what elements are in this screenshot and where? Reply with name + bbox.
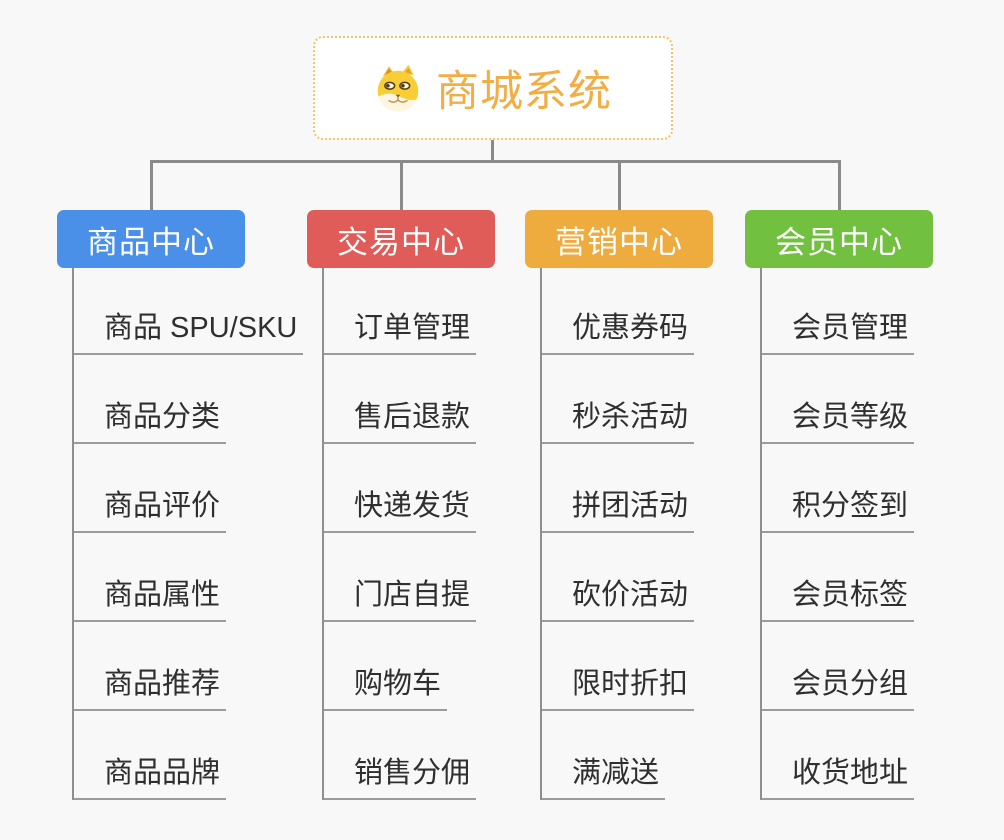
leaf-label[interactable]: 收货地址 [760, 749, 915, 800]
leaf-item: 限时折扣 [540, 622, 695, 711]
leaf-label[interactable]: 满减送 [540, 749, 666, 800]
branch-vline-3 [760, 268, 762, 800]
leaf-item: 拼团活动 [540, 444, 695, 533]
leaf-item: 商品属性 [72, 533, 303, 622]
doge-icon [377, 64, 419, 112]
connector-drop-0 [150, 160, 153, 210]
leaf-item: 会员标签 [760, 533, 915, 622]
leaf-label[interactable]: 快递发货 [322, 482, 477, 533]
leaf-item: 门店自提 [322, 533, 477, 622]
leaf-item: 收货地址 [760, 711, 915, 800]
branch-vline-0 [72, 268, 74, 800]
leaf-item: 会员等级 [760, 355, 915, 444]
leaf-label[interactable]: 会员等级 [760, 393, 915, 444]
root-node[interactable]: 商城系统 [313, 36, 673, 140]
leaf-item: 商品评价 [72, 444, 303, 533]
leaf-label[interactable]: 拼团活动 [540, 482, 695, 533]
leaf-label[interactable]: 优惠券码 [540, 304, 695, 355]
leaf-label[interactable]: 会员分组 [760, 660, 915, 711]
leaf-label[interactable]: 商品品牌 [72, 749, 227, 800]
leaf-label[interactable]: 售后退款 [322, 393, 477, 444]
branch-vline-2 [540, 268, 542, 800]
connector-root-stem [491, 140, 494, 163]
branch-box-0[interactable]: 商品中心 [57, 210, 245, 268]
leaf-label[interactable]: 购物车 [322, 660, 448, 711]
connector-drop-3 [838, 160, 841, 210]
branch-box-1[interactable]: 交易中心 [307, 210, 495, 268]
leaf-label[interactable]: 秒杀活动 [540, 393, 695, 444]
leaf-item: 购物车 [322, 622, 476, 711]
leaf-label[interactable]: 销售分佣 [322, 749, 477, 800]
leaf-label[interactable]: 商品分类 [72, 393, 227, 444]
leaf-label[interactable]: 商品 SPU/SKU [72, 304, 304, 355]
branch-vline-1 [322, 268, 324, 800]
leaf-item: 商品推荐 [72, 622, 303, 711]
leaf-label[interactable]: 砍价活动 [540, 571, 695, 622]
leaf-item: 会员管理 [760, 266, 915, 355]
leaf-item: 销售分佣 [322, 711, 477, 800]
leaf-item: 砍价活动 [540, 533, 695, 622]
connector-rail [150, 160, 840, 163]
branch-column-3: 会员管理会员等级积分签到会员标签会员分组收货地址 [760, 266, 915, 800]
leaf-item: 满减送 [540, 711, 694, 800]
leaf-label[interactable]: 商品评价 [72, 482, 227, 533]
connector-drop-1 [400, 160, 403, 210]
leaf-label[interactable]: 门店自提 [322, 571, 477, 622]
leaf-label[interactable]: 积分签到 [760, 482, 915, 533]
leaf-label[interactable]: 限时折扣 [540, 660, 695, 711]
branch-box-3[interactable]: 会员中心 [745, 210, 933, 268]
leaf-label[interactable]: 会员管理 [760, 304, 915, 355]
leaf-item: 售后退款 [322, 355, 477, 444]
leaf-label[interactable]: 商品推荐 [72, 660, 227, 711]
leaf-item: 商品分类 [72, 355, 303, 444]
branch-column-2: 优惠券码秒杀活动拼团活动砍价活动限时折扣满减送 [540, 266, 695, 800]
root-title: 商城系统 [436, 68, 612, 116]
leaf-item: 商品品牌 [72, 711, 303, 800]
leaf-label[interactable]: 订单管理 [322, 304, 477, 355]
branch-column-1: 订单管理售后退款快递发货门店自提购物车销售分佣 [322, 266, 477, 800]
leaf-item: 会员分组 [760, 622, 915, 711]
leaf-item: 快递发货 [322, 444, 477, 533]
branch-column-0: 商品 SPU/SKU 商品分类商品评价商品属性商品推荐商品品牌 [72, 266, 304, 800]
leaf-item: 积分签到 [760, 444, 915, 533]
connector-drop-2 [618, 160, 621, 210]
leaf-item: 优惠券码 [540, 266, 695, 355]
leaf-label[interactable]: 会员标签 [760, 571, 915, 622]
leaf-item: 订单管理 [322, 266, 477, 355]
leaf-item: 商品 SPU/SKU [72, 266, 304, 355]
branch-box-2[interactable]: 营销中心 [525, 210, 713, 268]
leaf-label[interactable]: 商品属性 [72, 571, 227, 622]
leaf-item: 秒杀活动 [540, 355, 695, 444]
